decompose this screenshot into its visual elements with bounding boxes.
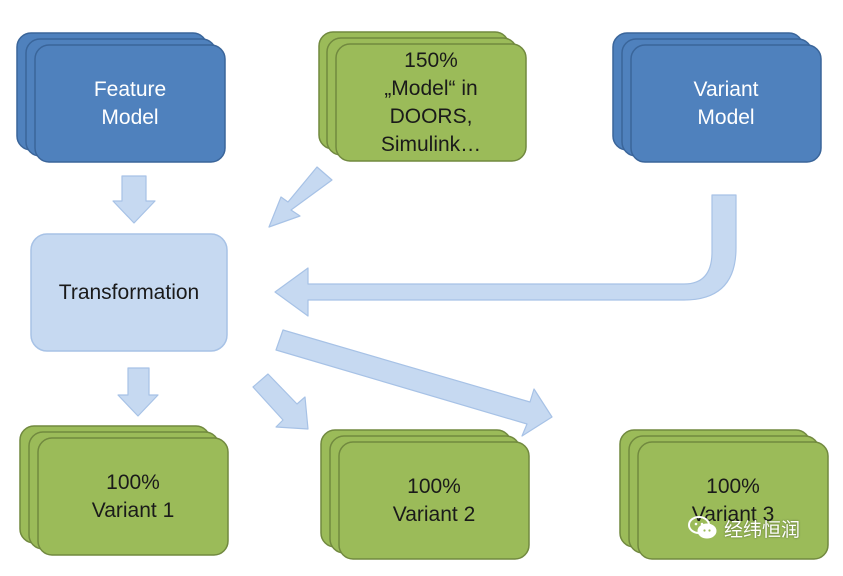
transformation-node	[30, 233, 228, 352]
model-150-line-3: DOORS,	[389, 104, 473, 128]
arrow-variantmodel-to-transformation	[274, 194, 737, 317]
variant-model-line-2: Model	[697, 105, 755, 129]
variant-2-line-2: Variant 2	[392, 502, 476, 526]
transformation-label: Transformation	[31, 234, 227, 351]
wechat-icon	[688, 516, 717, 539]
variant-2-label: 100% Variant 2	[339, 442, 529, 559]
variant-1-label: 100% Variant 1	[38, 438, 228, 555]
feature-model-line-1: Feature	[93, 77, 167, 101]
model-150-line-4: Simulink…	[380, 132, 482, 156]
transformation-line-1: Transformation	[58, 280, 200, 304]
variant-3-node	[619, 429, 829, 560]
model-150-line-1: 150%	[404, 48, 458, 72]
variant-model-node	[612, 32, 822, 163]
arrow-feature-to-transformation	[112, 175, 156, 224]
model-150-node	[318, 31, 527, 162]
variant-1-node	[19, 425, 229, 556]
variant-2-node	[320, 429, 530, 560]
feature-model-label: Feature Model	[35, 45, 225, 162]
variant-model-label: Variant Model	[631, 45, 821, 162]
arrow-transformation-to-variant2	[252, 373, 309, 430]
variant-model-line-1: Variant	[693, 77, 759, 101]
arrow-transformation-to-variant1	[117, 367, 159, 417]
variant-3-line-1: 100%	[706, 474, 760, 498]
feature-model-node	[16, 32, 226, 163]
model-150-line-2: „Model“ in	[384, 76, 478, 100]
watermark: 经纬恒润	[688, 512, 838, 544]
variant-1-line-2: Variant 1	[91, 498, 175, 522]
arrow-transformation-to-variant3	[275, 329, 553, 437]
variant-2-line-1: 100%	[407, 474, 461, 498]
arrow-model150-to-transformation	[268, 166, 333, 228]
variant-3-line-2: Variant 3	[691, 502, 775, 526]
model-150-label: 150% „Model“ in DOORS, Simulink…	[336, 44, 526, 161]
variant-3-label: 100% Variant 3	[638, 442, 828, 559]
variant-1-line-1: 100%	[106, 470, 160, 494]
watermark-text: 经纬恒润	[724, 518, 801, 541]
feature-model-line-2: Model	[101, 105, 159, 129]
